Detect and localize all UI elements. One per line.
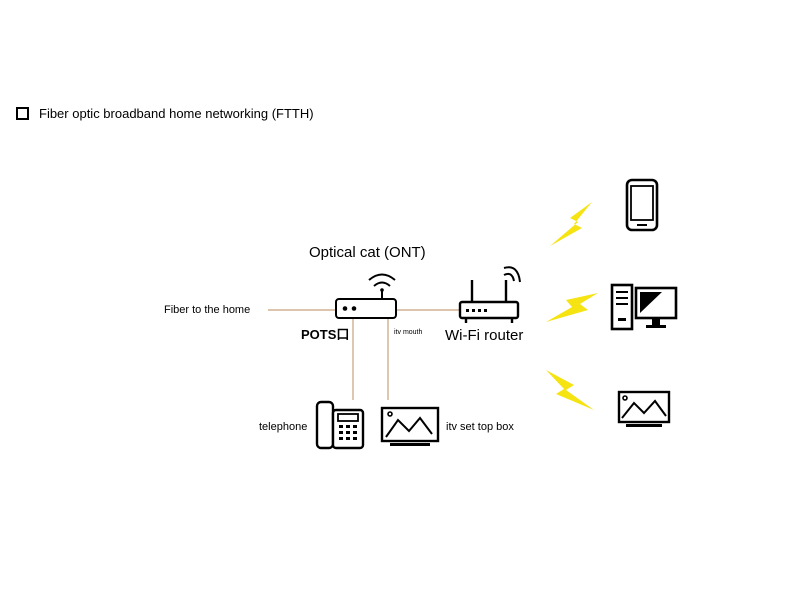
desktop-computer-icon (610, 283, 678, 331)
lightning-icon (546, 293, 598, 322)
smartphone-icon (625, 178, 659, 232)
fiber-label: Fiber to the home (164, 304, 251, 316)
title-text: Fiber optic broadband home networking (F… (39, 106, 314, 121)
wifi-router-label: Wi-Fi router (445, 327, 524, 344)
pots-label: POTS口 (301, 327, 350, 342)
ont-router-icon (335, 273, 397, 319)
telephone-icon (315, 400, 365, 450)
lightning-icon (546, 370, 594, 410)
set-top-box-label: itv set top box (446, 421, 514, 433)
wifi-router-icon (458, 266, 521, 323)
tv-icon (617, 390, 671, 427)
telephone-label: telephone (259, 421, 308, 433)
connection-lines (268, 309, 460, 400)
ont-label: Optical cat (ONT) (309, 244, 426, 261)
wireless-signals (546, 202, 598, 410)
tv-icon (380, 406, 440, 446)
lightning-icon (550, 202, 592, 246)
title-checkbox-icon (16, 107, 29, 120)
diagram-title: Fiber optic broadband home networking (F… (16, 106, 314, 121)
itv-mouth-label: itv mouth (394, 329, 423, 336)
